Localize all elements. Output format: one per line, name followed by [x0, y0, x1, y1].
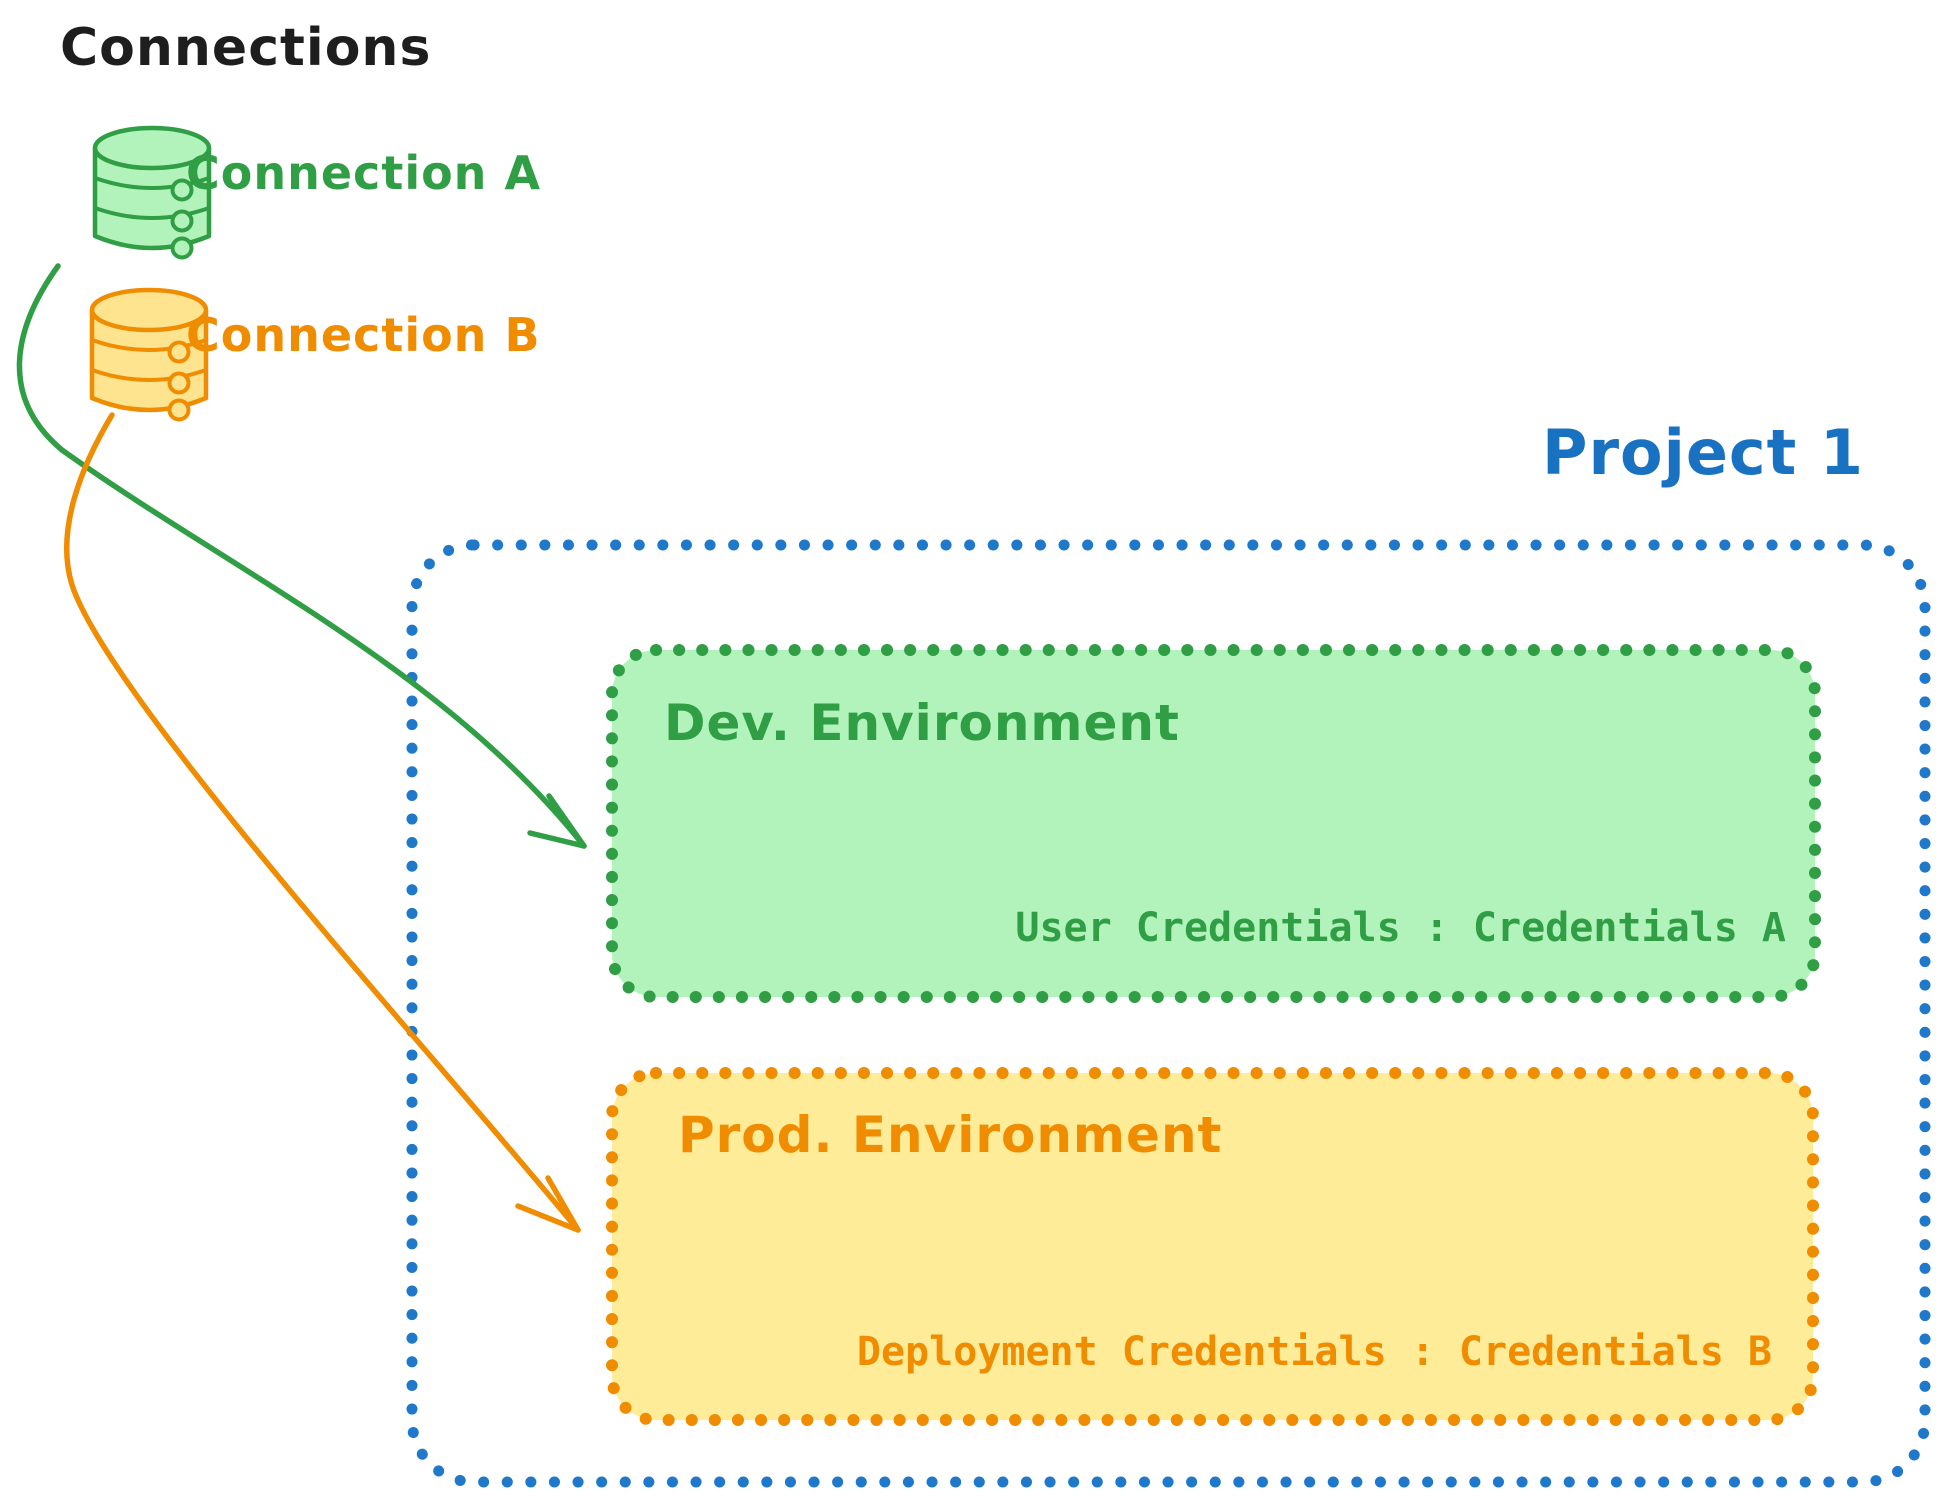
dev-environment-label: Dev. Environment [664, 694, 1180, 752]
database-divider [94, 206, 210, 220]
prod-environment-box [606, 1067, 1819, 1426]
connection-a-database-icon [92, 125, 212, 260]
database-divider [91, 338, 207, 352]
arrowhead [515, 1175, 581, 1233]
arrow-shaft [63, 412, 581, 1233]
arrowhead [527, 793, 587, 849]
database-top [92, 125, 212, 171]
diagram-title: Connections [60, 18, 432, 78]
project-box [406, 539, 1931, 1488]
database-led [167, 340, 191, 364]
prod-environment-label: Prod. Environment [678, 1106, 1223, 1164]
dev-credentials-label: User Credentials : Credentials A [1015, 905, 1786, 951]
arrow-shaft [16, 263, 587, 849]
project-title: Project 1 [1542, 416, 1865, 489]
connection-a-arrow [16, 263, 587, 849]
database-divider [91, 368, 207, 382]
connection-a-label: Connection A [186, 146, 542, 200]
database-led [170, 236, 194, 260]
connection-b-arrow [63, 412, 581, 1233]
database-divider [94, 176, 210, 190]
prod-credentials-label: Deployment Credentials : Credentials B [856, 1329, 1772, 1375]
database-led [170, 178, 194, 202]
database-led [170, 209, 194, 233]
database-led [167, 398, 191, 422]
database-led [167, 371, 191, 395]
dev-environment-box [606, 644, 1821, 1003]
database-top [89, 287, 209, 333]
connection-b-label: Connection B [186, 308, 541, 362]
connection-b-database-icon [89, 287, 209, 422]
